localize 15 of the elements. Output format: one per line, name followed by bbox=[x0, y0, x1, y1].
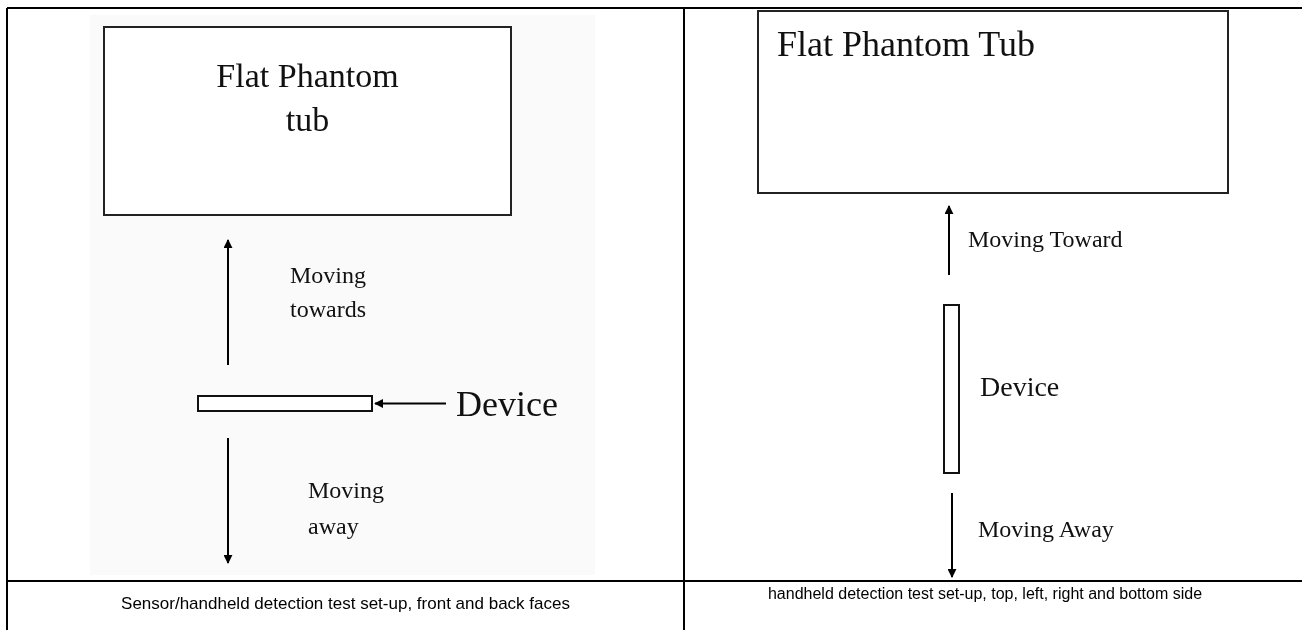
tub-box bbox=[757, 10, 1229, 194]
motion-label: Moving towards bbox=[290, 261, 367, 324]
tub-title: Flat Phantom Tub bbox=[777, 23, 1037, 66]
tub-box bbox=[103, 26, 512, 216]
motion-label: Moving Away bbox=[978, 515, 1115, 544]
leader-arrow bbox=[374, 399, 447, 408]
motion-label: Moving away bbox=[308, 476, 385, 541]
caption: handheld detection test set-up, top, left, right and bottom side bbox=[766, 584, 1204, 604]
device-label: Device bbox=[456, 382, 586, 426]
device-label: Device bbox=[980, 370, 1060, 404]
tub-title: Flat Phantom tub bbox=[215, 56, 400, 140]
motion-label: Moving Toward bbox=[968, 225, 1124, 254]
caption: Sensor/handheld detection test set-up, front and back faces bbox=[120, 593, 571, 615]
device-bar bbox=[197, 395, 373, 412]
device-bar bbox=[943, 304, 960, 474]
